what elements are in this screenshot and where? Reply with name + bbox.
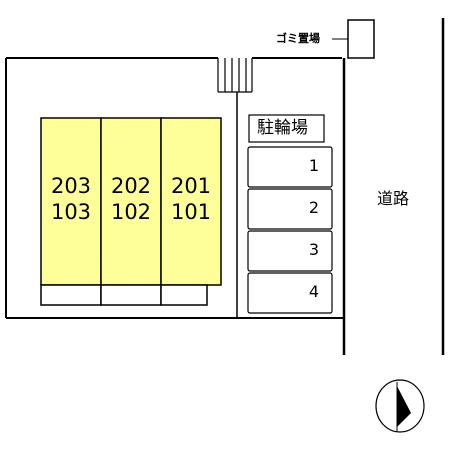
unit-block-201-101: [160, 117, 222, 286]
unit-label-102: 102: [110, 200, 152, 224]
bicycle-slot-number-3: 3: [308, 240, 320, 259]
balcony-103: [40, 284, 102, 306]
north-arrow-icon: [375, 379, 425, 433]
bicycle-slot-4: [247, 272, 333, 314]
balcony-101: [160, 284, 208, 306]
bicycle-parking-label: 駐輪場: [257, 118, 308, 138]
bicycle-slot-number-1: 1: [308, 156, 320, 175]
bicycle-parking-label-box: [248, 114, 325, 143]
bicycle-slot-number-4: 4: [308, 282, 320, 301]
unit-label-202: 202: [110, 174, 152, 198]
stairs: [217, 58, 253, 93]
bicycle-slot-3: [247, 230, 333, 272]
bicycle-slot-2: [247, 188, 333, 230]
bicycle-parking-area: [247, 146, 333, 314]
trash-area-label: ゴミ置場: [276, 32, 320, 45]
unit-block-203-103: [40, 117, 102, 286]
road-label: 道路: [377, 189, 410, 208]
unit-label-203: 203: [50, 174, 92, 198]
trash-area-box: [347, 19, 375, 59]
balcony-102: [100, 284, 162, 306]
bicycle-slot-1: [247, 146, 333, 188]
bicycle-slot-number-2: 2: [308, 198, 320, 217]
unit-label-101: 101: [170, 200, 212, 224]
unit-label-103: 103: [50, 200, 92, 224]
apartment-building: [40, 117, 222, 306]
property-boundary: [5, 57, 344, 319]
unit-label-201: 201: [170, 174, 212, 198]
